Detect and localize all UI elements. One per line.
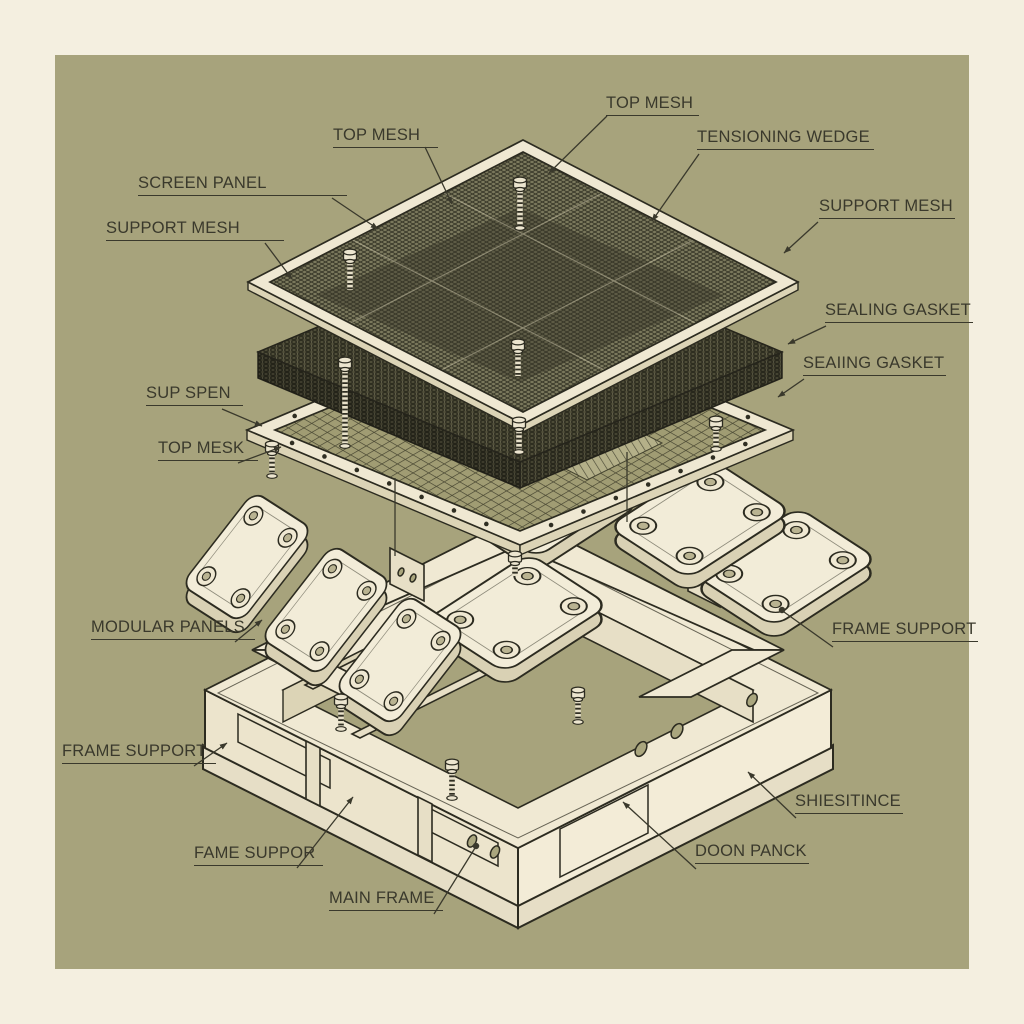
wall-rib	[417, 795, 433, 864]
callout-sup-spen: SUP SPEN	[146, 384, 243, 406]
bolt	[444, 758, 460, 801]
callout-fame-suppor: FAME SUPPOR	[194, 844, 324, 866]
bolt	[708, 415, 724, 452]
callout-sealing-gasket-upper: SEALING GASKET	[825, 301, 973, 323]
callout-label: SUPPORT MESH	[106, 219, 240, 237]
callout-sealing-gasket-lower: SEAIING GASKET	[803, 354, 947, 376]
wall-hole	[670, 722, 684, 740]
callout-label: TOP MESH	[333, 126, 421, 144]
callout-label: SUP SPEN	[146, 384, 231, 402]
wall-hole	[489, 845, 501, 859]
callout-shiesitince: SHIESITINCE	[795, 792, 903, 814]
callout-frame-support-left: FRAME SUPPORT	[62, 742, 217, 764]
callout-label: MAIN FRAME	[329, 889, 435, 907]
fastener-bolts	[264, 176, 724, 801]
modular-panel	[180, 490, 314, 638]
callout-top-mesh-left: TOP MESH	[333, 126, 439, 148]
leader-lines	[193, 115, 834, 915]
modular-panel	[692, 505, 880, 643]
callout-label: FRAME SUPPORT	[832, 620, 977, 638]
callout-label: FRAME SUPPORT	[62, 742, 207, 760]
callout-label: MODULAR PANELS	[91, 618, 245, 636]
bolt	[337, 356, 353, 449]
bolt	[511, 416, 527, 455]
callout-label: SEALING GASKET	[825, 301, 971, 319]
callout-label: DOON PANCK	[695, 842, 807, 860]
bolt	[264, 440, 280, 479]
callout-label: TENSIONING WEDGE	[697, 128, 870, 146]
bolt	[333, 693, 349, 732]
wall-hole	[634, 740, 648, 758]
bolt	[507, 550, 523, 576]
bolt	[512, 176, 528, 231]
bolt	[570, 686, 586, 725]
callout-support-mesh-left: SUPPORT MESH	[106, 219, 284, 241]
door-panel-cutout	[237, 712, 331, 790]
top-mesh-panel	[246, 139, 800, 434]
modular-panels-layer	[180, 436, 880, 741]
callout-frame-support-right: FRAME SUPPORT	[832, 620, 979, 642]
callout-label: SCREEN PANEL	[138, 174, 267, 192]
callout-label: TOP MESK	[158, 439, 245, 457]
callout-label: TOP MESH	[606, 94, 694, 112]
callout-top-mesk: TOP MESK	[158, 439, 259, 461]
callout-main-frame: MAIN FRAME	[329, 889, 443, 911]
modular-panel	[333, 593, 467, 741]
callout-doon-panck: DOON PANCK	[695, 842, 809, 864]
modular-panel	[259, 543, 393, 691]
callout-label: SEAIING GASKET	[803, 354, 945, 372]
wall-hole	[746, 692, 758, 708]
callout-tensioning-wedge: TENSIONING WEDGE	[697, 128, 874, 150]
callout-support-mesh-right: SUPPORT MESH	[819, 197, 955, 219]
callout-screen-panel: SCREEN PANEL	[138, 174, 347, 196]
bolt	[342, 248, 358, 290]
door-panel-cutout	[559, 783, 649, 879]
callout-top-mesh-right: TOP MESH	[606, 94, 700, 116]
wall-rib	[305, 739, 321, 808]
callout-label: SUPPORT MESH	[819, 197, 953, 215]
corner-post	[389, 546, 425, 603]
callout-modular-panels: MODULAR PANELS	[91, 618, 255, 640]
callout-label: SHIESITINCE	[795, 792, 901, 810]
callout-label: FAME SUPPOR	[194, 844, 316, 862]
bolt	[510, 338, 526, 376]
